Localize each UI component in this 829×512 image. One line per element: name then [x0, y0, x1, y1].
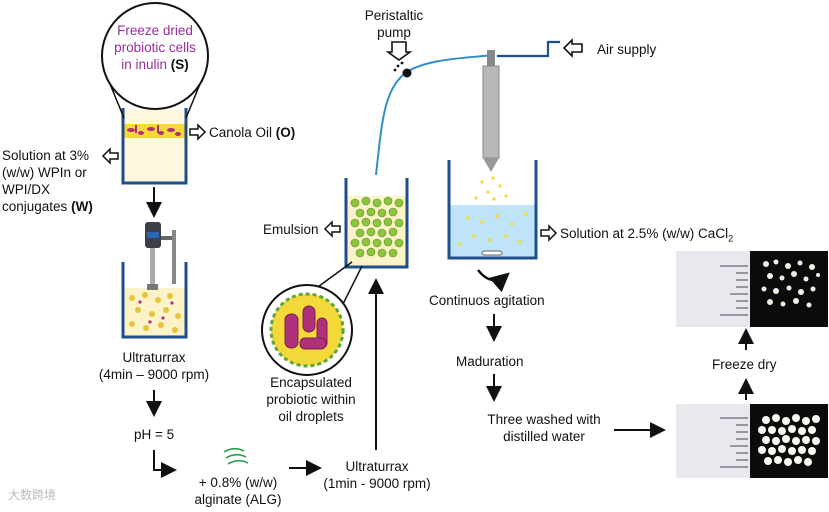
peristaltic-pump-label: Peristaltic pump: [364, 8, 424, 40]
beaker-emulsion: [344, 178, 409, 269]
arrow-to-alginate: [153, 450, 177, 478]
encapsulated-label: Encapsulated probiotic within oil drople…: [266, 375, 356, 424]
alginate-label: + 0.8% (w/w) alginate (ALG): [194, 475, 282, 507]
ph-label: pH = 5: [134, 427, 175, 442]
magnified-droplet: [261, 261, 363, 376]
air-supply-line: [497, 38, 583, 58]
beaker-canola: [121, 108, 188, 185]
nozzle: [482, 50, 500, 172]
homogenizer-icon: [145, 222, 176, 290]
ultraturrax-2-label: Ultraturrax (1min - 9000 rpm): [323, 459, 431, 491]
watermark: 大数跨境: [8, 488, 57, 502]
washed-label: Three washed with distilled water: [487, 412, 601, 444]
solution-label: Solution at 3% (w/w) WPIn or WPI/DX conj…: [2, 148, 93, 214]
cacl2-label: Solution at 2.5% (w/w) CaCl2: [560, 226, 734, 244]
photo-wet-beads: [676, 404, 828, 478]
ultraturrax-1-label: Ultraturrax (4min – 9000 rpm): [98, 350, 210, 382]
freeze-dry-label: Freeze dry: [712, 357, 777, 372]
alginate-icon: [223, 447, 249, 465]
label-pointer-arrows: [101, 123, 558, 242]
emulsion-label: Emulsion: [263, 222, 319, 237]
air-supply-label: Air supply: [597, 42, 657, 57]
agitation-arrow: [477, 269, 510, 293]
photo-freeze-dried-beads: [676, 251, 828, 327]
beaker-cacl2: [447, 160, 538, 260]
beaker-ultraturrax: [121, 262, 188, 339]
magnifier-freeze-dried: [101, 2, 209, 119]
agitation-label: Continuos agitation: [429, 293, 545, 308]
pump-and-tubing: [375, 41, 494, 176]
maduration-label: Maduration: [456, 354, 524, 369]
freeze-dried-label: Freeze dried probiotic cells in inulin (…: [114, 23, 196, 72]
canola-oil-label: Canola Oil (O): [209, 125, 296, 140]
